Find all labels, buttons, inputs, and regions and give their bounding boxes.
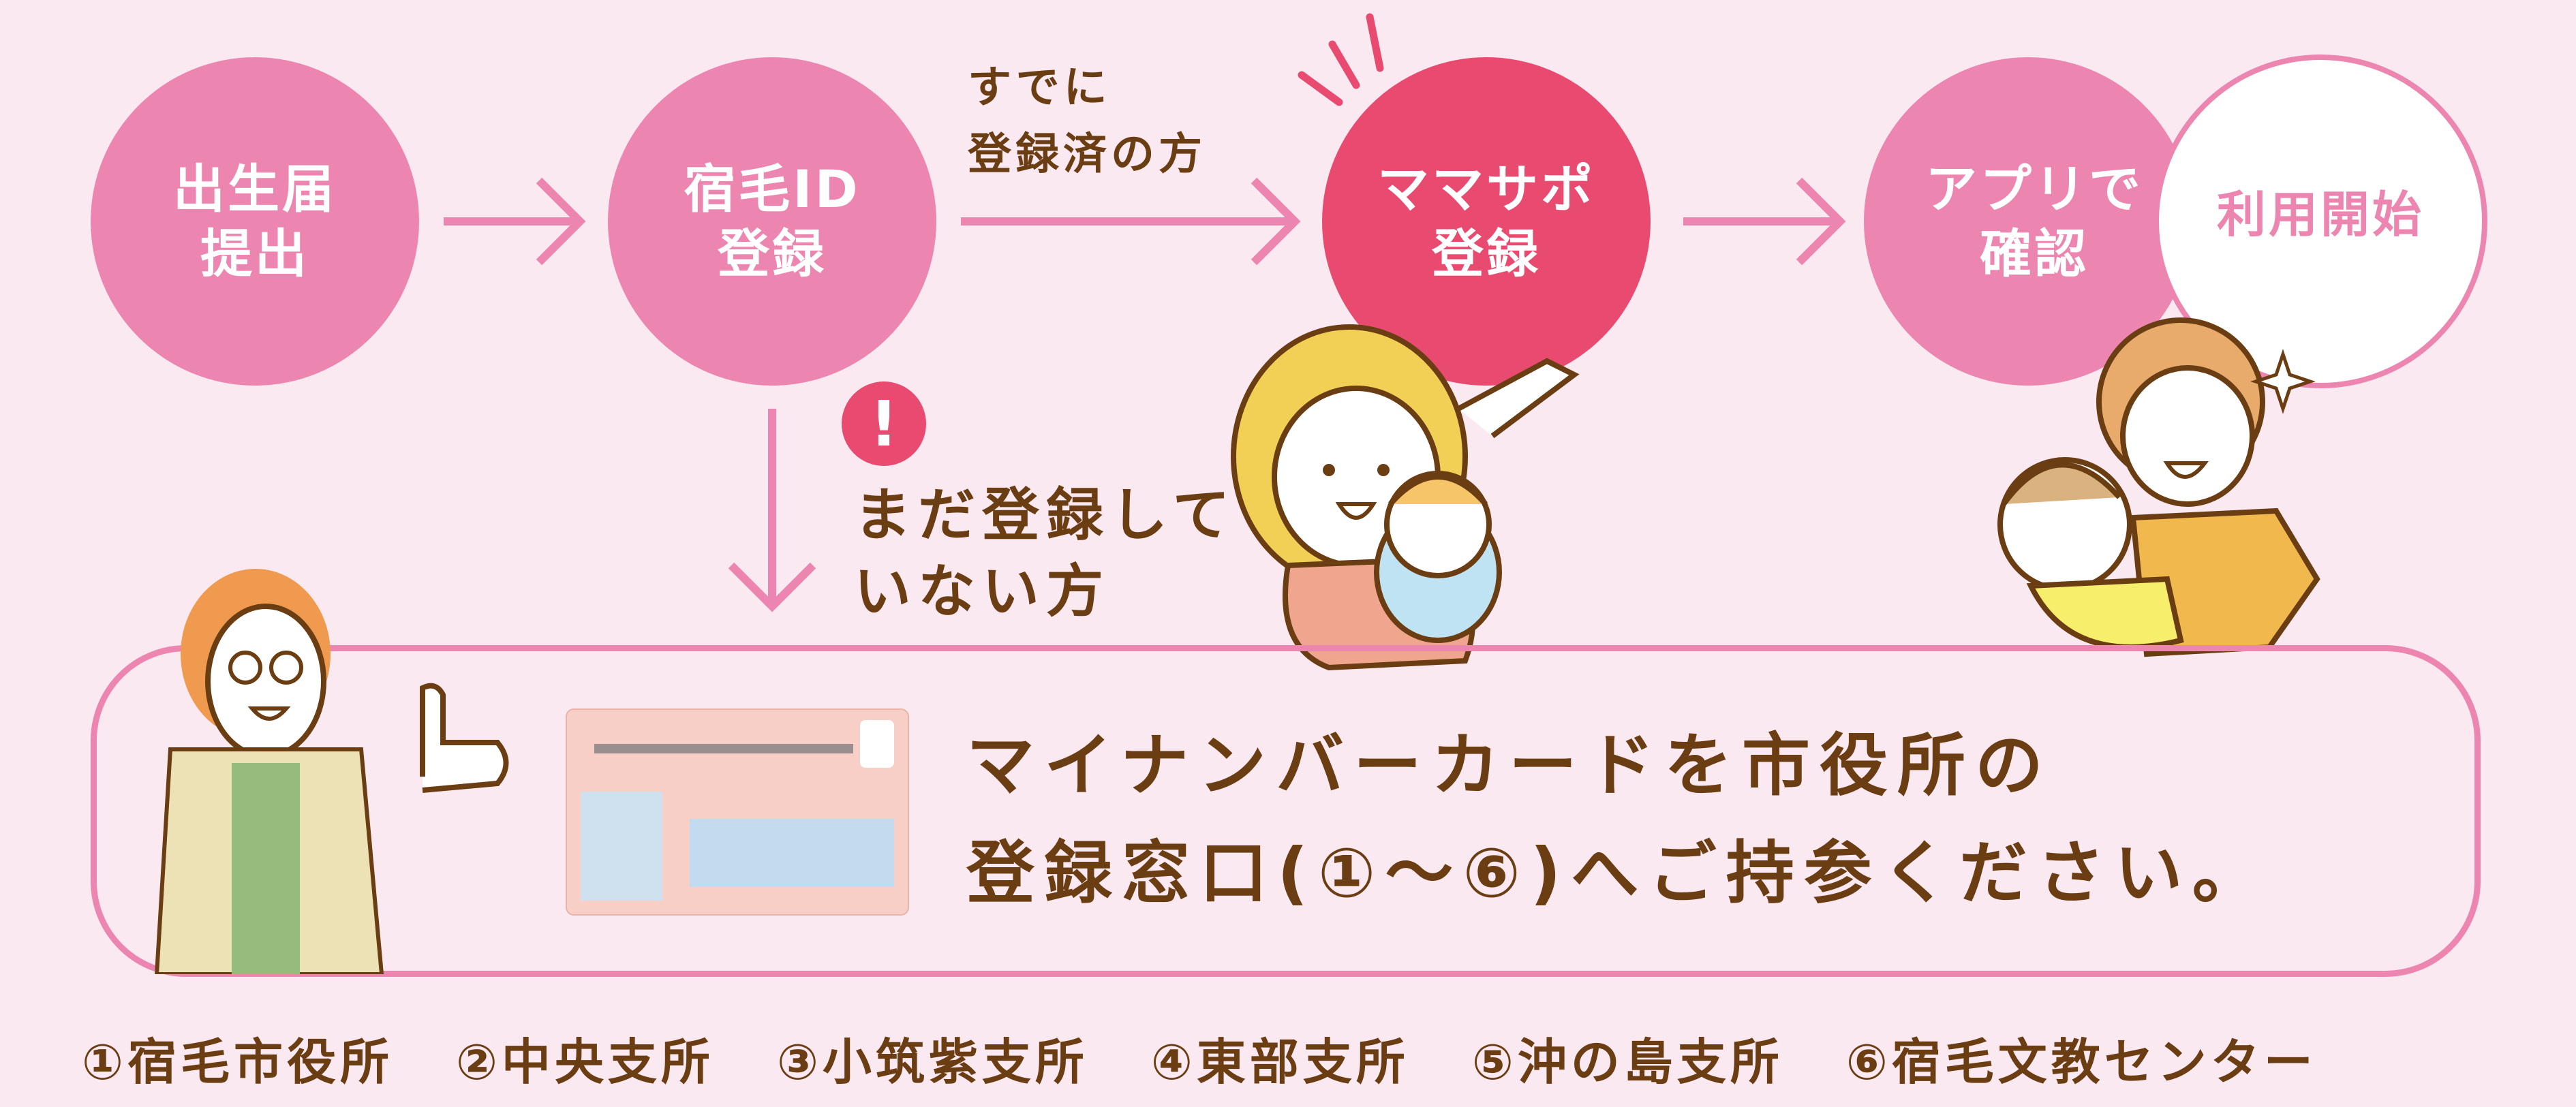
step-label: 出生届 xyxy=(173,159,337,219)
clerk-illustration xyxy=(136,565,545,977)
arrow-down-icon xyxy=(724,409,820,613)
alert-glyph: ! xyxy=(870,387,898,461)
location-item: ⑥宿毛文教センター xyxy=(1845,1033,2317,1091)
step-label: 登録 xyxy=(718,223,827,284)
arrow-right-icon xyxy=(1683,174,1847,269)
step-label: 利用開始 xyxy=(2216,186,2424,243)
step-confirm-in-app: アプリで確認 xyxy=(1864,57,2192,386)
card-photo xyxy=(581,792,662,901)
card-info-panel xyxy=(690,819,894,887)
branch-registered-line2: 登録済の方 xyxy=(968,129,1206,180)
location-item: ③小筑紫支所 xyxy=(776,1033,1088,1091)
step-start-using: 利用開始 xyxy=(2153,54,2487,388)
notice-text: マイナンバーカードを市役所の 登録窓口(①〜⑥)へご持参ください。 xyxy=(966,712,2270,927)
card-chip xyxy=(860,720,894,768)
attention-lines-icon xyxy=(1295,7,1404,112)
step-label: 提出 xyxy=(200,223,309,284)
step-label: 宿毛ID xyxy=(684,159,861,219)
notice-box xyxy=(91,645,2481,977)
arrow-right-icon xyxy=(444,174,587,269)
location-item: ②中央支所 xyxy=(455,1033,714,1091)
step-label: ママサポ xyxy=(1377,159,1595,219)
branch-unregistered-line1: まだ登録して xyxy=(854,482,1237,548)
branch-unregistered-label: まだ登録して いない方 xyxy=(854,477,1236,629)
step-birth-registration: 出生届提出 xyxy=(91,57,419,386)
mother-baby-illustration xyxy=(1213,320,1636,677)
branch-registered-line1: すでに xyxy=(968,63,1111,113)
step-label: 登録 xyxy=(1432,223,1541,284)
notice-line1: マイナンバーカードを市役所の xyxy=(966,726,2053,805)
notice-line2: 登録窓口(①〜⑥)へご持参ください。 xyxy=(966,833,2270,913)
card-bars xyxy=(594,744,853,753)
alert-icon: ! xyxy=(842,381,926,466)
parent-child-illustration xyxy=(1963,300,2372,684)
step-label: 確認 xyxy=(1980,223,2089,284)
location-item: ①宿毛市役所 xyxy=(82,1033,393,1091)
location-list: ①宿毛市役所 ②中央支所 ③小筑紫支所 ④東部支所 ⑤沖の島支所 ⑥宿毛文教セン… xyxy=(82,1022,2317,1093)
branch-registered-label: すでに 登録済の方 xyxy=(968,54,1206,188)
arrow-right-icon xyxy=(961,174,1302,269)
location-item: ④東部支所 xyxy=(1150,1033,1409,1091)
my-number-card-illustration xyxy=(566,708,909,916)
location-item: ⑤沖の島支所 xyxy=(1471,1033,1783,1091)
step-label: アプリで xyxy=(1925,159,2143,219)
branch-unregistered-line2: いない方 xyxy=(854,558,1111,625)
